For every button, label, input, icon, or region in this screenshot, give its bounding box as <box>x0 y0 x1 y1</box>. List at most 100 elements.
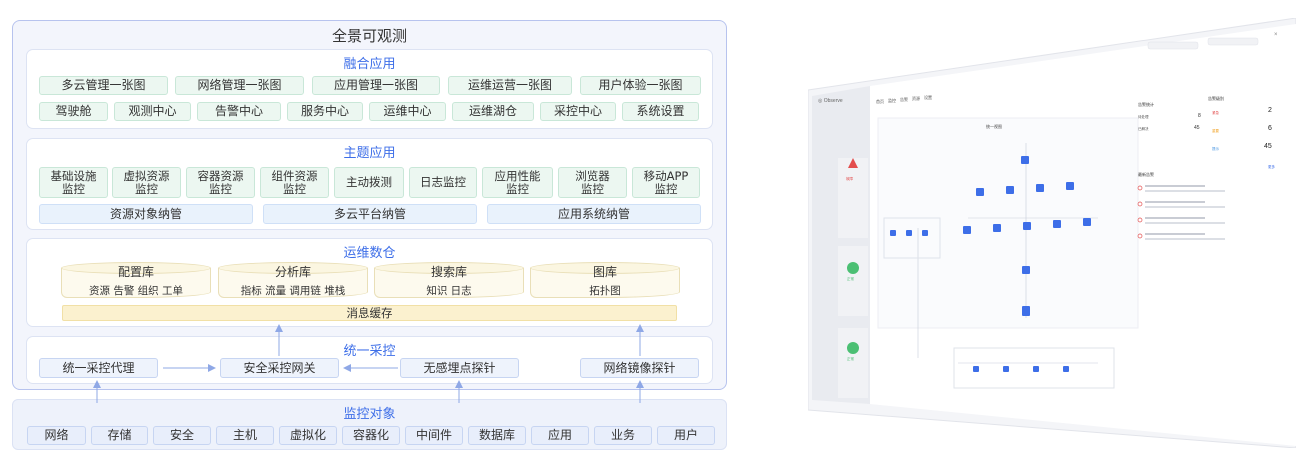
monitor-item: 业务 <box>594 426 652 445</box>
theme-app: 主动拨测 <box>334 167 404 198</box>
theme-app: 组件资源监控 <box>260 167 329 198</box>
stat1-label-1: 已解决 <box>1138 126 1149 131</box>
monitor-item: 虚拟化 <box>279 426 337 445</box>
theme-bar: 多云平台纳管 <box>263 204 477 224</box>
warehouse-title: 运维数仓 <box>343 246 396 261</box>
monitor-item: 中间件 <box>405 426 463 445</box>
topology-links <box>917 143 1098 364</box>
theme-app: 基础设施监控 <box>39 167 108 198</box>
side-status-2: 正常 <box>847 356 855 361</box>
database-items: 拓扑图 <box>589 285 621 297</box>
alert-list-title: 最新告警 <box>1138 171 1154 177</box>
warning-icon <box>848 158 858 168</box>
theme-app: 应用性能监控 <box>482 167 553 198</box>
monitor-item: 主机 <box>216 426 274 445</box>
theme-app-line: 基础设施 <box>50 168 97 183</box>
database-cylinder: 搜索库知识 日志 <box>374 262 524 302</box>
theme-bar: 资源对象纳管 <box>39 204 253 224</box>
theme-app: 日志监控 <box>409 167 477 198</box>
fusion-item: 网络管理一张图 <box>175 76 304 95</box>
fusion-item: 驾驶舱 <box>39 102 108 121</box>
theme-title: 主题应用 <box>343 146 396 161</box>
monitor-item: 数据库 <box>468 426 526 445</box>
fusion-item: 采控中心 <box>540 102 616 121</box>
theme-app-line: 组件资源 <box>271 168 318 183</box>
stat1-value-1: 45 <box>1194 125 1200 131</box>
stat1-value-0: 8 <box>1198 113 1201 119</box>
theme-app-line: 监控 <box>654 181 678 196</box>
security-gateway-box: 安全采控网关 <box>220 358 339 378</box>
theme-app-line: 监控 <box>209 181 232 196</box>
side-card-2 <box>838 246 868 316</box>
alert-list-rows <box>1137 185 1225 240</box>
theme-app-line: 监控 <box>581 181 604 196</box>
theme-bar: 应用系统纳管 <box>487 204 701 224</box>
message-cache-bar: 消息缓存 <box>62 305 677 321</box>
side-status-0: 故障 <box>846 176 854 181</box>
product-screenshot: ◎ Observe 首页 监控 告警 资源 设置 故障 正常 正常 统一视图 <box>808 18 1296 448</box>
screen-tab-3: 资源 <box>912 95 920 101</box>
database-name: 分析库 <box>274 265 311 279</box>
stat2-value-0: 2 <box>1268 107 1272 114</box>
monitor-item: 网络 <box>27 426 86 445</box>
stat1-title: 告警统计 <box>1138 101 1154 107</box>
collect-title: 统一采控 <box>343 344 396 359</box>
side-status-1: 正常 <box>847 276 855 281</box>
close-icon: × <box>1274 32 1278 38</box>
side-card-1 <box>838 158 868 238</box>
theme-app-line: 监控 <box>506 181 529 196</box>
fusion-item: 服务中心 <box>287 102 363 121</box>
stat2-label-2: 提示 <box>1212 146 1220 151</box>
theme-app-line: 日志监控 <box>420 175 466 189</box>
group-box-bottom <box>953 347 1115 389</box>
stat2-value-2: 45 <box>1264 143 1272 150</box>
fusion-item: 用户体验一张图 <box>580 76 701 95</box>
screen-tab-1: 监控 <box>888 97 896 103</box>
network-mirror-box: 网络镜像探针 <box>580 358 699 378</box>
stat2-value-1: 6 <box>1268 125 1272 132</box>
theme-app: 虚拟资源监控 <box>112 167 181 198</box>
topology-canvas <box>877 117 1139 329</box>
stat2-label-0: 紧急 <box>1212 110 1220 115</box>
database-cylinder: 配置库资源 告警 组织 工单 <box>61 262 211 302</box>
topology-nodes <box>890 156 1091 372</box>
stat2-label-1: 重要 <box>1212 128 1220 133</box>
theme-app: 容器资源监控 <box>186 167 255 198</box>
theme-app-line: 虚拟资源 <box>123 168 170 183</box>
topology-title: 统一视图 <box>986 123 1002 129</box>
monitor-item: 应用 <box>531 426 589 445</box>
fusion-item: 运维湖仓 <box>452 102 534 121</box>
fusion-item: 系统设置 <box>622 102 699 121</box>
fusion-item: 观测中心 <box>114 102 191 121</box>
theme-app-line: 监控 <box>62 181 85 196</box>
theme-app-line: 监控 <box>135 181 158 196</box>
theme-app-line: 容器资源 <box>197 168 244 183</box>
monitor-title: 监控对象 <box>343 407 396 422</box>
probe-box: 无感埋点探针 <box>400 358 519 378</box>
ok-icon-2 <box>847 342 859 354</box>
database-name: 图库 <box>592 265 617 279</box>
stat1-label-0: 待处理 <box>1138 114 1149 119</box>
monitor-item: 容器化 <box>342 426 400 445</box>
stat2-title: 告警级别 <box>1208 95 1224 101</box>
ok-icon-1 <box>847 262 859 274</box>
monitor-item: 用户 <box>657 426 715 445</box>
database-cylinder: 图库拓扑图 <box>530 262 680 302</box>
group-box-left <box>883 217 941 259</box>
side-card-3 <box>838 328 868 398</box>
database-name: 搜索库 <box>430 265 467 279</box>
theme-app-line: 主动拨测 <box>346 175 392 189</box>
theme-app-line: 浏览器 <box>575 168 610 183</box>
screen-tab-0: 首页 <box>876 98 884 104</box>
fusion-item: 告警中心 <box>197 102 281 121</box>
select-input <box>1207 37 1259 46</box>
fusion-title: 融合应用 <box>343 57 396 72</box>
screen-tab-4: 设置 <box>924 94 932 100</box>
search-input <box>1147 41 1199 50</box>
database-items: 资源 告警 组织 工单 <box>88 285 183 297</box>
fusion-item: 运维中心 <box>369 102 446 121</box>
logo-text: ◎ Observe <box>818 98 843 104</box>
theme-app-line: 移动APP <box>643 168 689 183</box>
